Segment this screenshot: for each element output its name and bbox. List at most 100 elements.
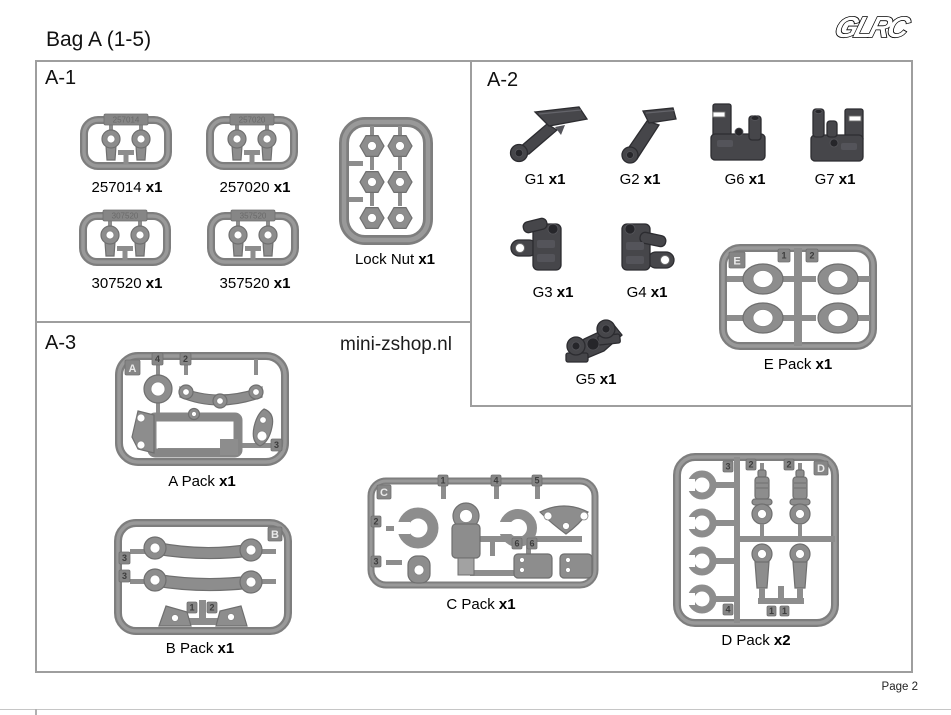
part-label-g6: G6 x1 [700, 171, 790, 188]
sprue-b-pack-illustration: B 3 3 1 2 [114, 519, 292, 635]
part-qty: x1 [219, 473, 236, 490]
part-label-g4: G4 x1 [602, 284, 692, 301]
part-g3-illustration [510, 217, 562, 271]
sprue-tag: 4 [155, 354, 160, 364]
sprue-emboss: 257014 [113, 116, 140, 125]
sprue-tag: 1 [769, 606, 774, 616]
part-qty: x1 [815, 356, 833, 373]
sprue-c-pack-illustration: C 1 4 5 2 3 6 6 [367, 474, 599, 589]
sections-outer-box [35, 60, 913, 673]
sprue-tag: 3 [725, 462, 730, 472]
watermark-text: mini-zshop.nl [340, 334, 452, 355]
sprue-tag: 1 [781, 251, 786, 261]
part-label-e-pack: E Pack x1 [718, 356, 878, 373]
part-qty: x1 [548, 171, 566, 188]
part-label-c-pack: C Pack x1 [364, 596, 598, 613]
part-label-a-pack: A Pack x1 [114, 473, 290, 490]
page-number: Page 2 [881, 681, 918, 693]
part-name: B Pack [165, 640, 214, 657]
sprue-tag: A [129, 363, 137, 375]
sprue-lock-nut-illustration [339, 117, 433, 245]
sprue-257014-illustration: 257014 [80, 113, 172, 170]
sprue-tag: B [271, 529, 279, 541]
part-label-g7: G7 x1 [790, 171, 880, 188]
part-label-307520: 307520 x1 [67, 275, 187, 292]
sprue-tag: 2 [373, 517, 378, 527]
part-name: Lock Nut [354, 251, 415, 268]
part-qty: x1 [556, 284, 574, 301]
part-name: C Pack [446, 596, 495, 613]
part-label-b-pack: B Pack x1 [110, 640, 290, 657]
divider-a1-a2 [470, 60, 472, 407]
part-name: A Pack [168, 473, 215, 490]
sprue-tag: 2 [809, 251, 814, 261]
part-name: 307520 [91, 275, 142, 292]
sprue-tag: 1 [189, 603, 194, 613]
sprue-307520-illustration: 307520 [79, 209, 171, 266]
part-name: G2 [619, 171, 640, 188]
part-name: G5 [575, 371, 596, 388]
section-label-a1: A-1 [45, 67, 77, 89]
part-name: E Pack [763, 356, 812, 373]
part-qty: x1 [650, 284, 668, 301]
sprue-tag: 6 [514, 539, 519, 549]
sprue-tag: 2 [209, 603, 214, 613]
part-g5-illustration [565, 319, 623, 363]
part-qty: x1 [145, 179, 163, 196]
part-g2-illustration [621, 107, 677, 164]
sprue-257020-illustration: 257020 [206, 113, 298, 170]
sprue-tag: 3 [122, 571, 127, 581]
section-label-a2: A-2 [487, 69, 519, 91]
next-page-edge [35, 709, 37, 715]
part-qty: x1 [838, 171, 856, 188]
sprue-357520-illustration: 357520 [207, 209, 299, 266]
part-qty: x1 [498, 596, 516, 613]
sprue-tag: 2 [183, 354, 188, 364]
part-name: 257020 [219, 179, 270, 196]
sprue-tag: E [733, 256, 740, 268]
part-label-g5: G5 x1 [551, 371, 641, 388]
part-label-357520: 357520 x1 [195, 275, 315, 292]
sprue-emboss: 307520 [112, 212, 139, 221]
divider-a2-a3 [470, 405, 913, 407]
sprue-tag: 2 [748, 460, 753, 470]
sprue-tag: 3 [122, 553, 127, 563]
sprue-tag: 2 [786, 460, 791, 470]
sprue-tag: 3 [274, 440, 279, 450]
part-g1-illustration [509, 106, 589, 163]
part-name: D Pack [721, 632, 770, 649]
sprue-tag: 3 [373, 557, 378, 567]
sprue-e-pack-illustration: E 1 2 [719, 244, 877, 350]
part-label-g3: G3 x1 [508, 284, 598, 301]
page-title: Bag A (1-5) [46, 28, 152, 51]
sprue-tag: 4 [725, 605, 730, 615]
part-g6-illustration [710, 103, 766, 161]
part-g7-illustration [810, 108, 864, 162]
part-label-257020: 257020 x1 [195, 179, 315, 196]
part-qty: x1 [273, 275, 291, 292]
part-name: G1 [524, 171, 545, 188]
part-qty: x1 [217, 640, 235, 657]
part-qty: x1 [599, 371, 617, 388]
part-name: G7 [814, 171, 835, 188]
part-qty: x1 [273, 179, 291, 196]
part-name: 357520 [219, 275, 270, 292]
part-qty: x1 [418, 251, 436, 268]
gl-racing-logo: GLRC [830, 11, 915, 45]
sprue-tag: 1 [440, 476, 445, 486]
section-label-a3: A-3 [45, 332, 77, 354]
sprue-emboss: 357520 [240, 212, 267, 221]
part-name: 257014 [91, 179, 142, 196]
sprue-tag: D [817, 463, 825, 475]
part-qty: x2 [773, 632, 791, 649]
part-name: G3 [532, 284, 553, 301]
sprue-a-pack-illustration: A 4 2 3 [115, 352, 289, 466]
sprue-d-pack-illustration: 3 4 2 2 D 1 1 [673, 453, 839, 627]
sprue-tag: 4 [493, 476, 498, 486]
divider-a1-a3 [35, 321, 472, 323]
part-name: G4 [626, 284, 647, 301]
sprue-tag: 1 [782, 606, 787, 616]
page-break-line [0, 709, 951, 710]
sprue-tag: C [380, 487, 388, 499]
